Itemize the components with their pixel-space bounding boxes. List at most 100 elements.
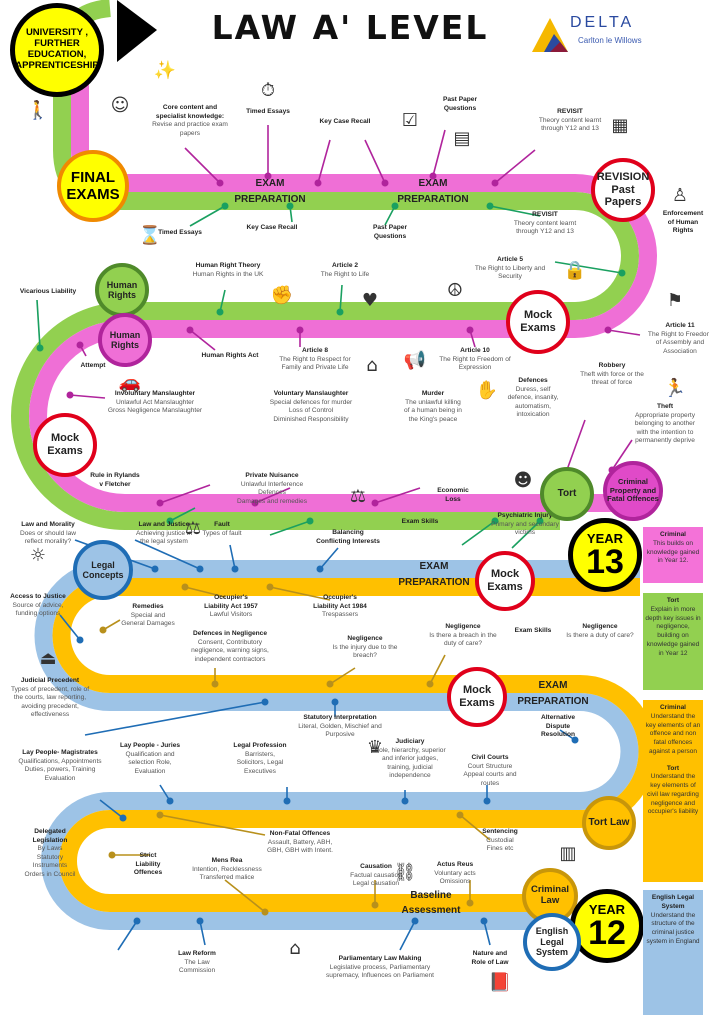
topic-detail: The Right to Respect for Family and Priv… <box>279 355 351 372</box>
connector-dot <box>429 172 437 180</box>
topic-detail: Legal causation <box>352 880 400 888</box>
running-thief-icon: 🏃 <box>663 378 687 399</box>
road-band-label: Baseline <box>410 890 452 901</box>
milestone-text: Mock Exams <box>520 309 556 334</box>
topic-detail: Theft with force or the threat of force <box>580 370 644 387</box>
milestone-circle: Mock Exams <box>33 413 97 477</box>
topic-title: Actus Reus <box>436 861 474 868</box>
topic-title: Mens Rea <box>211 857 243 864</box>
topic-title: Non-Fatal Offences <box>269 830 331 837</box>
connector-dot <box>76 341 84 349</box>
brain-head-icon: ☻ <box>513 470 533 491</box>
stopwatch-icon: ⏱ <box>260 80 276 101</box>
topic-detail: Voluntary acts <box>434 869 476 877</box>
topic-detail: Duress, self defence, insanity, automati… <box>507 385 559 419</box>
milestone-circle: Mock Exams <box>506 290 570 354</box>
topic-title: Human Right Theory <box>195 262 261 269</box>
connector-dot <box>426 680 434 688</box>
ethics-icon: ☼ <box>29 545 47 566</box>
connector-dot <box>381 179 389 187</box>
milestone-text: Tort <box>557 488 577 500</box>
road-band-label: PREPARATION <box>397 194 469 205</box>
topic-title: Nature and Role of Law <box>471 950 509 966</box>
key-box-title: Criminal <box>659 704 686 711</box>
topic-title: Negligence <box>582 623 618 630</box>
milestone-circle: Human Rights <box>98 313 152 367</box>
milestone-circle: Legal Concepts <box>73 540 133 600</box>
road-band-label: EXAM <box>255 178 285 189</box>
connector-line <box>269 520 311 536</box>
courthouse-icon: ⏏ <box>39 648 57 669</box>
connector-line <box>84 701 266 736</box>
topic-title: Economic Loss <box>437 487 469 503</box>
topic-title: Voluntary Manslaughter <box>273 390 349 397</box>
exam-paper-icon: ▤ <box>453 128 471 149</box>
topic-title: Timed Essays <box>158 229 202 236</box>
topic-detail: Damages and remedies <box>236 497 307 505</box>
connector-dot <box>166 797 174 805</box>
connector-line <box>36 299 41 349</box>
key-box-title: Criminal <box>659 531 686 538</box>
topic-title: Defences in Negligence <box>192 630 268 637</box>
connector-line <box>607 329 641 336</box>
topic-label: Core content and specialist knowledge:Re… <box>150 104 230 138</box>
key-box-text: Understand the key elements of civil law… <box>647 773 699 816</box>
topic-detail: Appropriate property belonging to anothe… <box>634 411 696 445</box>
topic-title: Law and Justice <box>138 521 190 528</box>
connector-dot <box>216 179 224 187</box>
connector-dot <box>391 202 399 210</box>
topic-detail: Is there a breach in the duty of care? <box>429 631 497 648</box>
topic-detail: Unlawful Interference <box>240 480 304 488</box>
milestone-circle: REVISION Past Papers <box>591 158 655 222</box>
connector-line <box>329 667 356 685</box>
topic-label: Human Rights Act <box>198 352 263 361</box>
topic-detail: Barristers, Solicitors, Legal Executives <box>236 750 284 775</box>
megaphone-icon: 📢 <box>403 350 427 371</box>
topic-title: Parliamentary Law Making <box>338 955 422 962</box>
connector-dot <box>166 517 174 525</box>
milestone-text: UNIVERSITY , FURTHER EDUCATION, APPRENTI… <box>15 27 99 71</box>
topic-detail: Qualifications, Appointments Duties, pow… <box>18 757 102 782</box>
connector-dot <box>491 517 499 525</box>
connector-dot <box>156 499 164 507</box>
topic-title: Enforcement of Human Rights <box>662 210 704 235</box>
topic-detail: Assault, Battery, ABH, GBH, GBH with Int… <box>267 838 333 855</box>
connector-line <box>59 614 81 641</box>
connector-dot <box>411 917 419 925</box>
padlock-shield-icon: 🔒 <box>563 260 587 281</box>
topic-detail: Special defences for murder <box>269 398 353 406</box>
topic-title: Vicarious Liability <box>19 288 77 295</box>
connector-line <box>339 284 343 313</box>
topic-detail: Custodial <box>486 836 514 844</box>
connector-dot <box>618 269 626 277</box>
connector-dot <box>108 851 116 859</box>
connector-dot <box>306 517 314 525</box>
topic-detail: The Right to Life <box>320 270 370 278</box>
connector-dot <box>336 308 344 316</box>
stairs-climber-icon: 🚶 <box>26 100 50 121</box>
topic-detail: Literal, Golden, Mischief and Purposive <box>298 722 382 739</box>
connector-dot <box>491 179 499 187</box>
connector-line <box>489 205 541 217</box>
topic-title: Key Case Recall <box>246 224 298 231</box>
connector-line <box>511 520 541 549</box>
connector-dot <box>480 917 488 925</box>
road-band-label: Assessment <box>401 905 461 916</box>
connector-dot <box>196 917 204 925</box>
